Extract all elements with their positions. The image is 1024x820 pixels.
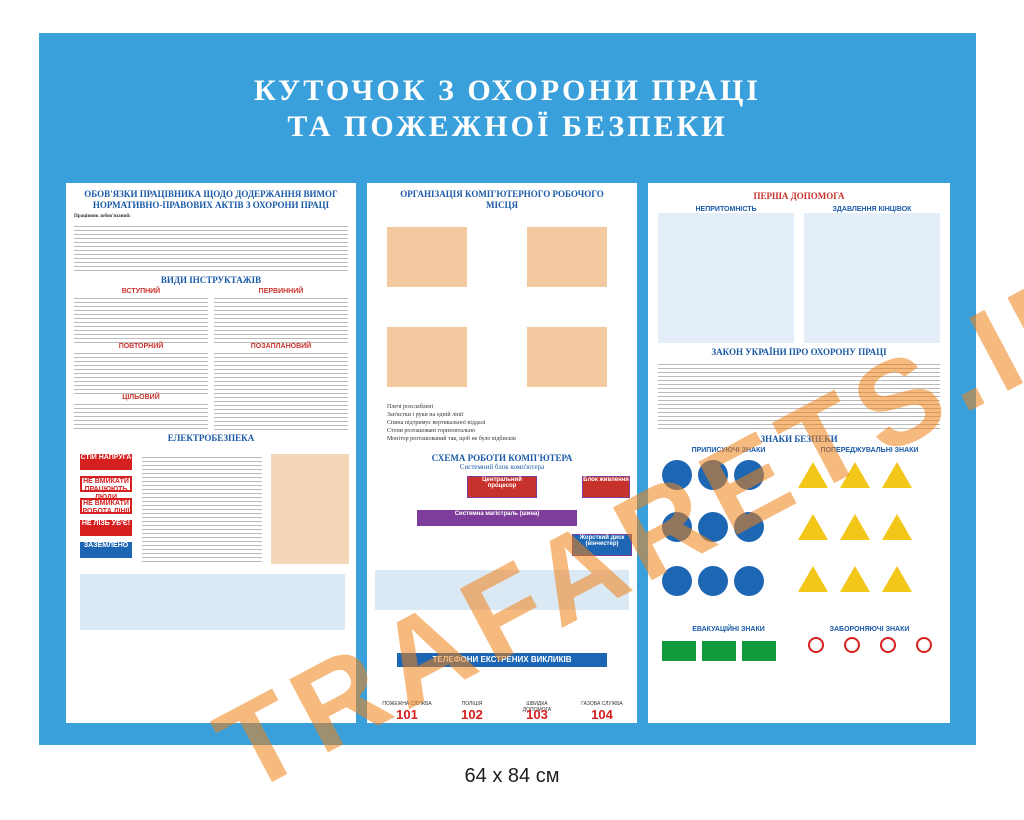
electric-icon: [882, 462, 912, 488]
hdd-box: Жорсткий диск (вінчестер): [572, 534, 632, 556]
corrosive-icon: [840, 462, 870, 488]
electro-heading: ЕЛЕКТРОБЕЗПЕКА: [167, 433, 255, 443]
briefings-heading: ВИДИ ІНСТРУКТАЖІВ: [160, 275, 262, 285]
clothing-icon: [734, 460, 764, 490]
workplace-correct-1: [387, 227, 467, 287]
sign-grounded: ЗАЗЕМЛЕНО: [80, 542, 132, 558]
poster-title: КУТОЧОК З ОХОРОНИ ПРАЦІ ТА ПОЖЕЖНОЇ БЕЗП…: [254, 74, 761, 143]
prohibit-signs-heading: ЗАБОРОНЯЮЧІ ЗНАКИ: [829, 626, 910, 633]
service-number: 101: [396, 707, 418, 722]
panel-workplace: ОРГАНІЗАЦІЯ КОМП'ЮТЕРНОГО РОБОЧОГО МІСЦЯ…: [367, 183, 637, 723]
sign-icon: [662, 566, 692, 596]
exit-door-icon: [742, 641, 776, 661]
oxidizer-icon: [798, 566, 828, 592]
flammable-icon: [798, 462, 828, 488]
no-water-icon: [916, 637, 932, 653]
fainting-heading: НЕПРИТОМНІСТЬ: [695, 206, 757, 213]
service-number: 103: [526, 707, 548, 722]
targeted-briefing: ЦІЛЬОВИЙ: [122, 394, 160, 401]
no-smoking-icon: [808, 637, 824, 653]
bullet: Стопи розташовані горизонтально: [387, 428, 475, 434]
bullet: Зап'ястки і руки на одній лінії: [387, 412, 464, 418]
electro-accident-illustrations: [80, 574, 345, 630]
first-aid-heading: ПЕРША ДОПОМОГА: [753, 191, 845, 201]
primary-briefing: ПЕРВИННИЙ: [258, 288, 304, 295]
panel-duties: ОБОВ'ЯЗКИ ПРАЦІВНИКА ЩОДО ДОДЕРЖАННЯ ВИМ…: [66, 183, 356, 723]
bullet: Спина підтримує вертикальної віддалі: [387, 420, 486, 426]
current-path-figures: [271, 454, 349, 564]
warning-signs-heading: ПОПЕРЕДЖУВАЛЬНІ ЗНАКИ: [820, 447, 919, 454]
warning-icon: [840, 514, 870, 540]
size-caption: 64 x 84 см: [464, 765, 560, 787]
goggles-icon: [662, 512, 692, 542]
explosive-icon: [840, 566, 870, 592]
duties-text: [74, 223, 348, 271]
exit-arrow-icon: [662, 641, 696, 661]
crane-icon: [882, 566, 912, 592]
service-label: ШВИДКА ДОПОМОГА: [522, 701, 552, 713]
bullet: Плечі розслаблені: [387, 404, 434, 410]
bus-box: Системна магістраль (шина): [417, 510, 577, 526]
service-label: ПОЖЕЖНА СЛУЖБА: [382, 701, 432, 707]
duties-subheading: Працівник зобов'язаний:: [74, 214, 131, 219]
no-entry-icon: [880, 637, 896, 653]
workplace-correct-2: [527, 327, 607, 387]
phones-heading: ТЕЛЕФОНИ ЕКСТРЕНИХ ВИКЛИКІВ: [397, 653, 607, 667]
workplace-heading: ОРГАНІЗАЦІЯ КОМП'ЮТЕРНОГО РОБОЧОГО МІСЦЯ: [400, 189, 604, 210]
scheme-heading: СХЕМА РОБОТИ КОМП'ЮТЕРА: [431, 453, 573, 463]
service-label: ГАЗОВА СЛУЖБА: [581, 701, 623, 707]
respirator-icon: [698, 512, 728, 542]
duties-heading: ОБОВ'ЯЗКИ ПРАЦІВНИКА ЩОДО ДОДЕРЖАННЯ ВИМ…: [84, 189, 338, 210]
no-fire-icon: [844, 637, 860, 653]
exit-stairs-icon: [702, 641, 736, 661]
current-table: [142, 454, 262, 564]
service-number: 102: [461, 707, 483, 722]
sign-danger: НЕ ЛІЗЬ УБ'Є!: [80, 520, 132, 536]
unplanned-briefing: ПОЗАПЛАНОВИЙ: [250, 343, 312, 350]
toxic-icon: [798, 514, 828, 540]
repeat-briefing: ПОВТОРНИЙ: [118, 343, 164, 350]
scheme-subheading: Системний блок комп'ютера: [459, 463, 545, 471]
poster-board: КУТОЧОК З ОХОРОНИ ПРАЦІ ТА ПОЖЕЖНОЇ БЕЗП…: [39, 33, 1024, 818]
panel-first-aid: ПЕРША ДОПОМОГА НЕПРИТОМНІСТЬ ЗДАВЛЕННЯ К…: [648, 183, 950, 723]
crush-heading: ЗДАВЛЕННЯ КІНЦІВОК: [832, 206, 912, 213]
fall-icon: [882, 514, 912, 540]
cpu-box: Центральний процесор: [467, 476, 537, 498]
workplace-wrong-2: [387, 327, 467, 387]
mask-icon: [734, 512, 764, 542]
bullet: Монітор розташований так, щоб не було ві…: [387, 436, 516, 442]
face-shield-icon: [734, 566, 764, 596]
peripherals-row: [375, 570, 629, 610]
helmet-icon: [662, 460, 692, 490]
mandatory-signs-heading: ПРИПИСУЮЧІ ЗНАКИ: [691, 447, 766, 454]
sign-no-switch-people: НЕ ВМИКАТИ ПРАЦЮЮТЬ ЛЮДИ: [80, 476, 132, 501]
law-heading: ЗАКОН УКРАЇНИ ПРО ОХОРОНУ ПРАЦІ: [711, 347, 887, 357]
law-text: [658, 361, 940, 431]
ear-protection-icon: [698, 566, 728, 596]
evac-signs-heading: ЕВАКУАЦІЙНІ ЗНАКИ: [692, 626, 765, 633]
service-number: 104: [591, 707, 613, 722]
sign-stop-voltage: СТІЙ НАПРУГА: [80, 454, 132, 470]
workplace-wrong-1: [527, 227, 607, 287]
intro-briefing: ВСТУПНИЙ: [121, 288, 161, 295]
service-label: ПОЛІЦІЯ: [461, 701, 483, 707]
power-box: Блок живлення: [582, 476, 630, 498]
gloves-icon: [698, 460, 728, 490]
sign-no-switch-line: НЕ ВМИКАТИ РОБОТА ЛІНІЇ: [80, 498, 132, 515]
safety-signs-heading: ЗНАКИ БЕЗПЕКИ: [760, 434, 838, 444]
